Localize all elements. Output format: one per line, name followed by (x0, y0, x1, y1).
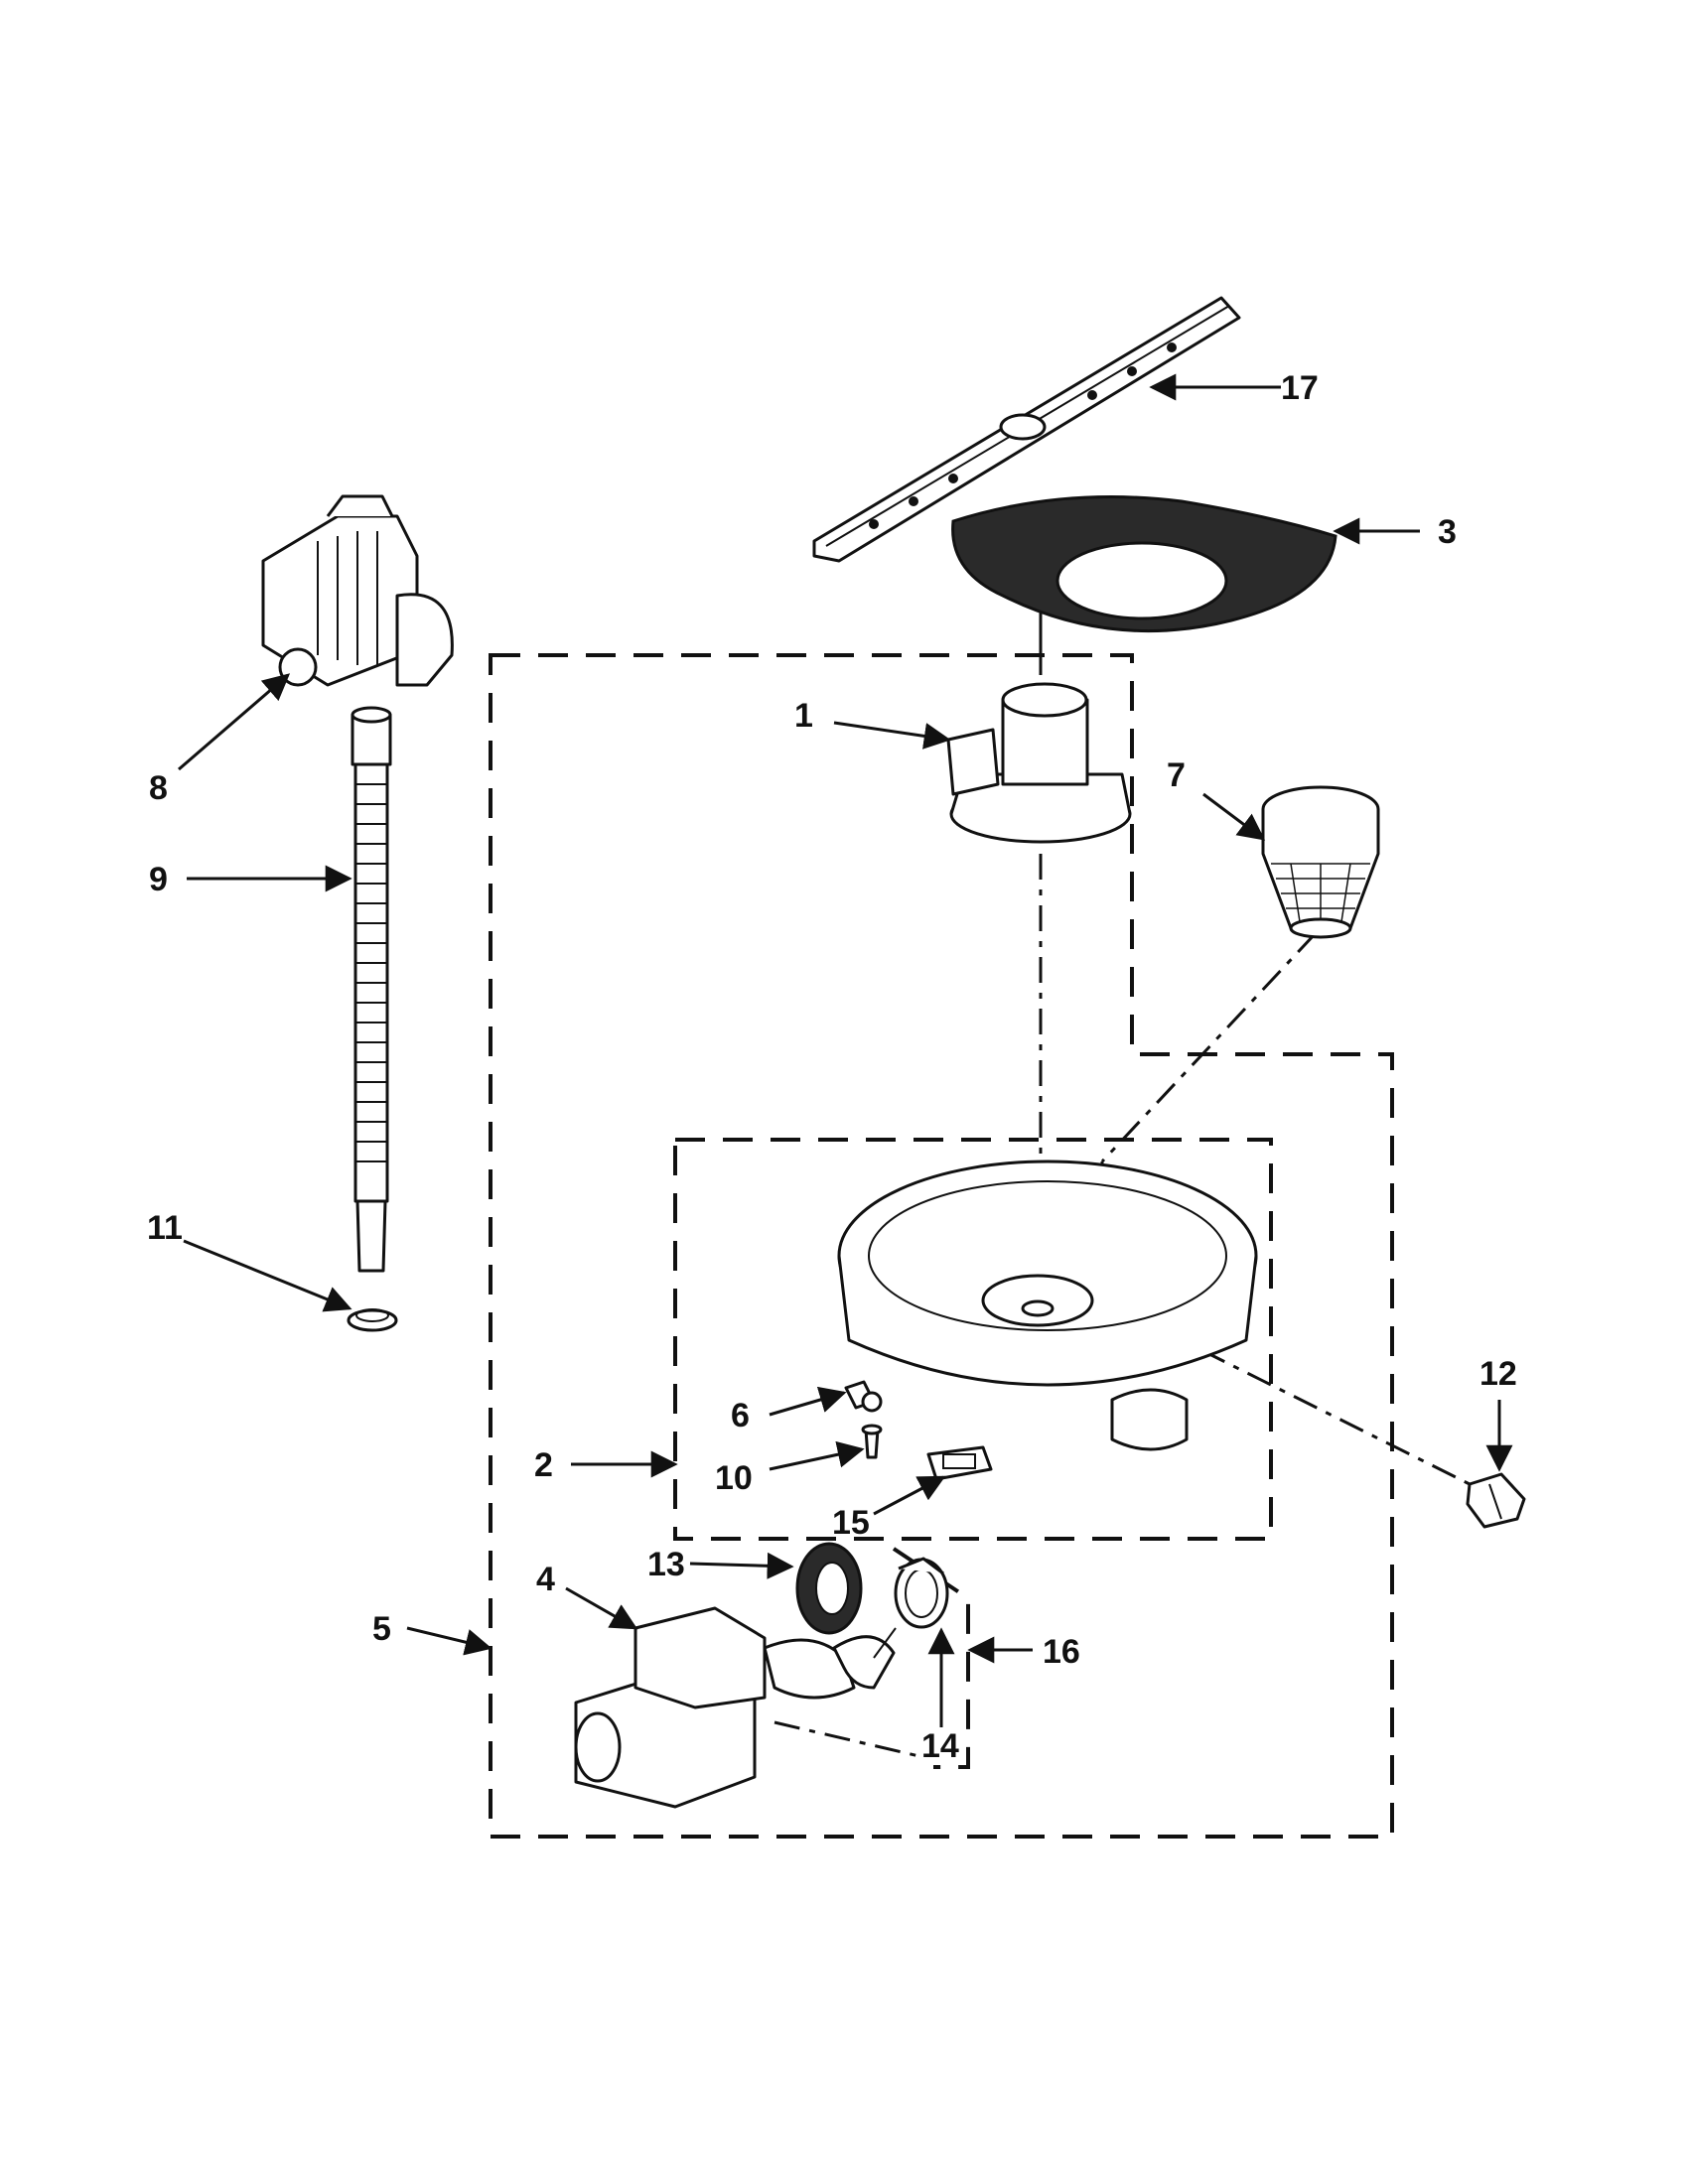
callout-14: 14 (921, 1727, 959, 1765)
callout-7: 7 (1167, 756, 1186, 794)
circulation-pump-part (574, 1606, 897, 1809)
sump-part (837, 1160, 1258, 1451)
callout-10: 10 (715, 1459, 753, 1497)
diverter-part (946, 682, 1132, 844)
assembly-box-2 (673, 1138, 1273, 1541)
filter-part (1261, 785, 1380, 939)
callout-17: 17 (1281, 369, 1319, 407)
callout-9: 9 (149, 861, 168, 898)
callout-3: 3 (1438, 513, 1457, 551)
callout-labels: 17 3 1 7 8 9 11 12 2 6 10 15 13 4 5 16 1… (147, 369, 1517, 1765)
assembly-box-5 (489, 653, 1394, 1839)
drain-hose-part (351, 706, 392, 1273)
callout-5: 5 (372, 1610, 391, 1648)
callout-12: 12 (1479, 1355, 1517, 1393)
hose-clamp-part (347, 1308, 398, 1332)
callout-15: 15 (832, 1504, 870, 1542)
clamp-part (894, 1557, 949, 1629)
seal-part (795, 1542, 863, 1635)
callout-16: 16 (1043, 1633, 1080, 1671)
drain-pump-part (261, 494, 454, 687)
spray-arm-part (812, 296, 1241, 563)
callout-11: 11 (147, 1209, 183, 1247)
thermistor-part (1466, 1472, 1526, 1529)
callout-2: 2 (534, 1446, 553, 1484)
spray-shield-part (951, 495, 1337, 633)
callout-6: 6 (731, 1397, 750, 1434)
small-parts (844, 1380, 993, 1481)
callout-8: 8 (149, 769, 168, 807)
callout-13: 13 (647, 1546, 685, 1583)
callout-4: 4 (536, 1561, 555, 1598)
callout-1: 1 (794, 697, 813, 735)
leader-arrows (178, 373, 1513, 1727)
